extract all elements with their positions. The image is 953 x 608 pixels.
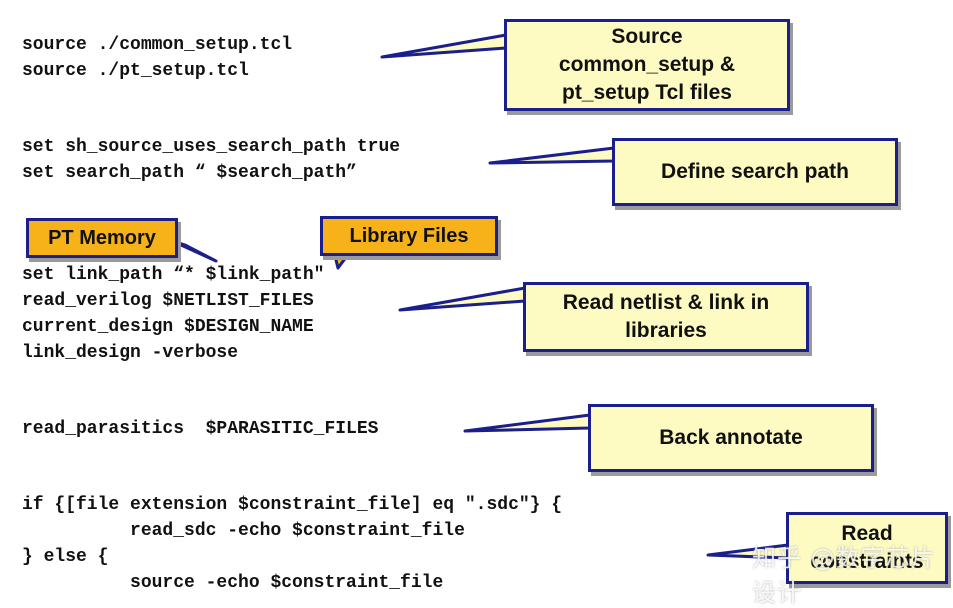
callout-read-constraints: Read constraints <box>786 512 948 584</box>
code-line: source ./pt_setup.tcl <box>22 61 249 81</box>
callout-read-netlist: Read netlist & link in libraries <box>523 282 809 352</box>
code-line: read_sdc -echo $constraint_file <box>22 521 465 541</box>
code-line: set search_path “ $search_path” <box>22 163 357 183</box>
code-line: current_design $DESIGN_NAME <box>22 317 314 337</box>
code-line: set link_path “* $link_path" <box>22 265 325 285</box>
code-line: source -echo $constraint_file <box>22 573 444 593</box>
callout-source: Source common_setup & pt_setup Tcl files <box>504 19 790 111</box>
code-line: read_verilog $NETLIST_FILES <box>22 291 314 311</box>
code-line: if {[file extension $constraint_file] eq… <box>22 495 563 515</box>
code-line: } else { <box>22 547 109 567</box>
tag-pt-memory: PT Memory <box>26 218 178 258</box>
tag-library-files: Library Files <box>320 216 498 256</box>
callout-back-annotate: Back annotate <box>588 404 874 472</box>
code-line: read_parasitics $PARASITIC_FILES <box>22 419 379 439</box>
code-line: set sh_source_uses_search_path true <box>22 137 401 157</box>
code-line: link_design -verbose <box>22 343 239 363</box>
code-line: source ./common_setup.tcl <box>22 35 293 55</box>
watermark: 知乎 @数字芯片设计 <box>752 544 936 607</box>
callout-search-path: Define search path <box>612 138 898 206</box>
